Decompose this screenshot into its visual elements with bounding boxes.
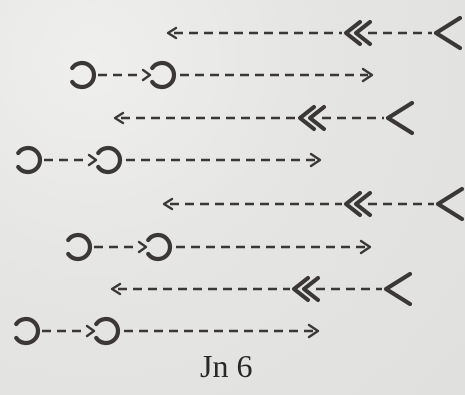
figure-caption: Jn 6 bbox=[200, 348, 253, 384]
diagram-row-5 bbox=[162, 186, 465, 222]
reversed-c-icon bbox=[14, 316, 41, 346]
reversed-c-icon bbox=[16, 145, 43, 175]
double-chevron-left-icon bbox=[302, 276, 320, 302]
diagram-row-7 bbox=[110, 271, 413, 307]
arrowhead-left-icon bbox=[166, 26, 178, 40]
reversed-c-icon bbox=[94, 316, 121, 346]
double-chevron-left-icon bbox=[354, 191, 372, 217]
reversed-c-icon bbox=[150, 60, 177, 90]
chevron-left-icon bbox=[435, 186, 465, 222]
double-chevron-left-icon bbox=[298, 105, 316, 131]
chevron-left-icon bbox=[433, 15, 463, 51]
arrowhead-left-icon bbox=[110, 282, 122, 296]
arrowhead-right-icon bbox=[87, 153, 98, 167]
double-chevron-left-icon bbox=[344, 20, 362, 46]
reversed-c-icon bbox=[96, 145, 123, 175]
diagram-rows bbox=[14, 15, 465, 346]
arrowhead-left-icon bbox=[162, 197, 174, 211]
diagram-row-1 bbox=[166, 15, 463, 51]
arrowhead-right-icon bbox=[137, 240, 148, 254]
arrowhead-left-icon bbox=[113, 111, 125, 125]
chevron-left-icon bbox=[383, 271, 413, 307]
reversed-c-icon bbox=[70, 60, 97, 90]
reversed-c-icon bbox=[146, 232, 173, 262]
diagram-row-3 bbox=[113, 100, 415, 136]
arrowhead-right-icon bbox=[359, 239, 372, 255]
double-chevron-left-icon bbox=[308, 105, 326, 131]
double-chevron-left-icon bbox=[292, 276, 310, 302]
chevron-left-icon bbox=[385, 100, 415, 136]
double-chevron-left-icon bbox=[354, 20, 372, 46]
diagram-row-6 bbox=[66, 232, 372, 262]
double-chevron-left-icon bbox=[344, 191, 362, 217]
diagram-row-2 bbox=[70, 60, 374, 90]
arrowhead-right-icon bbox=[141, 68, 152, 82]
diagram-row-8 bbox=[14, 316, 320, 346]
arrowhead-right-icon bbox=[309, 152, 322, 168]
diagram-row-4 bbox=[16, 145, 322, 175]
reversed-c-icon bbox=[66, 232, 93, 262]
arrowhead-right-icon bbox=[361, 67, 374, 83]
arrowhead-right-icon bbox=[307, 323, 320, 339]
arrowhead-right-icon bbox=[85, 324, 96, 338]
